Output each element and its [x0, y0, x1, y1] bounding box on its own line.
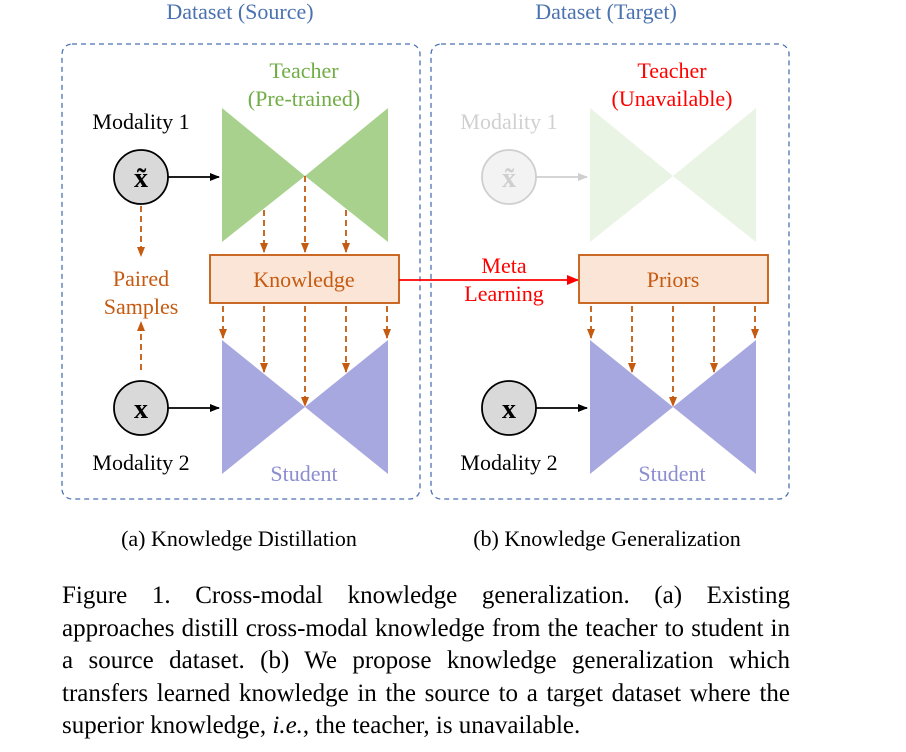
panel-a-x-tilde-symbol: x̃ [134, 163, 148, 194]
panel-b-frame [430, 43, 790, 500]
panel-b-student-label: Student [638, 461, 705, 486]
panel-a-teacher-status: (Pre-trained) [248, 86, 360, 111]
panel-a-paired-label-line1: Paired [113, 266, 169, 291]
panel-b-x-tilde-symbol: x̃ [502, 163, 516, 194]
panel-a-frame [61, 43, 421, 500]
panel-a-knowledge-to-student-arrows [219, 306, 391, 407]
panel-b-subcaption: (b) Knowledge Generalization [473, 526, 741, 551]
figure-diagram: Dataset (Source) Dataset (Target) Teache… [61, 0, 790, 551]
panel-a-student-label: Student [270, 461, 337, 486]
panel-a-student-network [222, 340, 388, 474]
caption-italic: i.e. [272, 712, 303, 739]
panel-a-subcaption: (a) Knowledge Distillation [121, 526, 357, 551]
panel-a-dataset-title: Dataset (Source) [166, 0, 313, 24]
panel-b-modality1-label: Modality 1 [460, 109, 557, 134]
panel-a-teacher-label: Teacher [269, 58, 339, 83]
panel-b-teacher-label: Teacher [637, 58, 707, 83]
panel-a-x-symbol: x [134, 394, 148, 425]
panel-a-teacher-to-knowledge-arrows [260, 176, 350, 253]
caption-suffix: , the teacher, is unavailable. [302, 712, 581, 739]
panel-a-knowledge-box [209, 254, 400, 304]
panel-b-modality2-label: Modality 2 [460, 450, 557, 475]
panel-b-priors-label: Priors [647, 267, 700, 292]
figure-caption: Figure 1. Cross-modal knowledge generali… [62, 580, 790, 743]
caption-prefix: Figure 1. Cross-modal knowledge generali… [62, 582, 790, 739]
panel-a-paired-label-line2: Samples [104, 294, 179, 319]
panel-b-x-symbol: x [502, 394, 516, 425]
caption-text: Figure 1. Cross-modal knowledge generali… [62, 580, 790, 743]
panel-a-teacher-network [222, 108, 388, 242]
panel-b-student-network [590, 340, 756, 474]
meta-learning-label-line1: Meta [481, 253, 526, 278]
panel-b-priors-to-student-arrows [587, 306, 759, 407]
panel-b-teacher-status: (Unavailable) [612, 86, 733, 111]
meta-learning-label-line2: Learning [464, 281, 543, 306]
panel-b-priors-box [578, 254, 769, 304]
panel-b-dataset-title: Dataset (Target) [535, 0, 677, 24]
panel-a-knowledge-label: Knowledge [253, 267, 354, 292]
panel-a-modality1-label: Modality 1 [92, 109, 189, 134]
panel-b-teacher-network-faded [590, 108, 756, 242]
panel-a-modality2-label: Modality 2 [92, 450, 189, 475]
